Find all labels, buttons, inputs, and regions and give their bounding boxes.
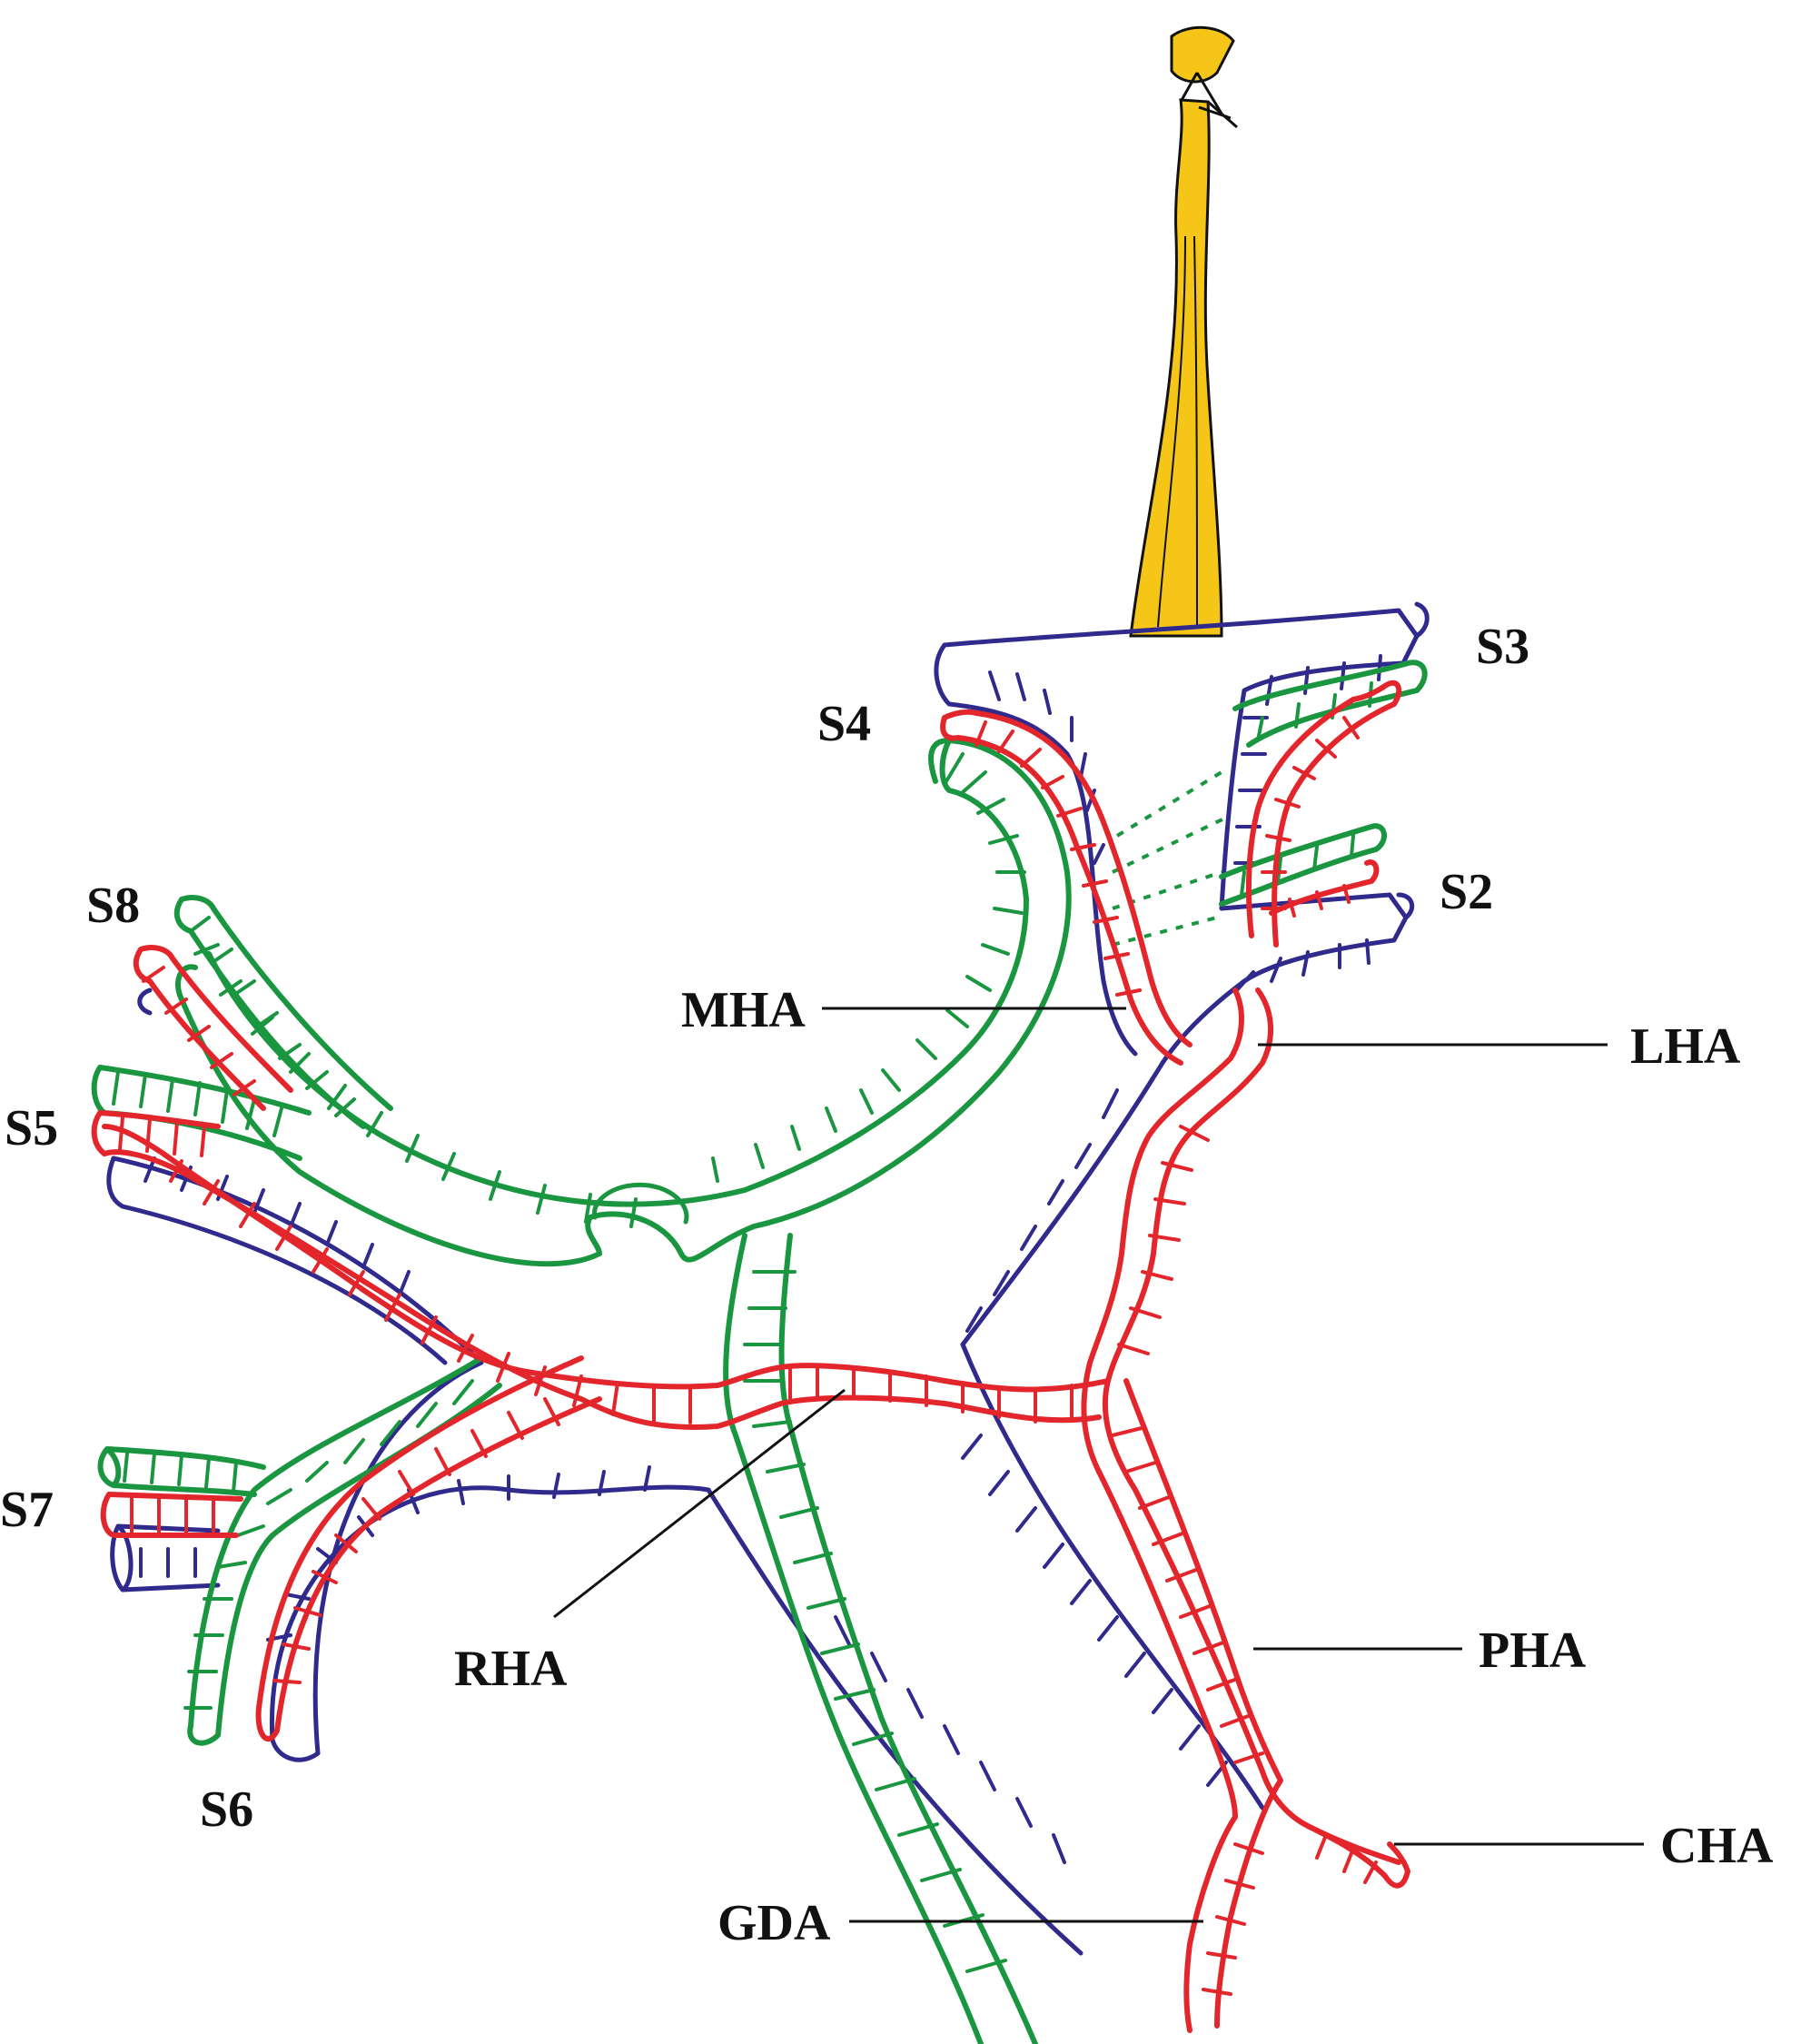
label-mha: MHA [681,982,806,1038]
label-s2: S2 [1440,864,1493,920]
bile-ducts [91,660,1428,2044]
round-ligament [1129,25,1238,638]
label-s5: S5 [5,1100,58,1156]
labels: S3 S4 S2 S8 S5 S7 S6 MHA LHA RHA PHA CHA… [0,619,1774,1951]
rha-leader [553,1388,846,1619]
label-lha: LHA [1630,1018,1741,1075]
label-s8: S8 [86,878,140,934]
label-s7: S7 [0,1482,54,1538]
label-gda: GDA [717,1895,831,1951]
portal-vein [106,601,1430,1956]
label-s6: S6 [200,1781,253,1838]
label-pha: PHA [1479,1622,1587,1679]
label-rha: RHA [454,1641,568,1697]
leader-lines [553,1007,1644,1923]
label-s4: S4 [817,696,871,752]
label-cha: CHA [1660,1818,1774,1874]
hepatic-arteries [91,680,1410,2033]
label-s3: S3 [1476,619,1529,675]
